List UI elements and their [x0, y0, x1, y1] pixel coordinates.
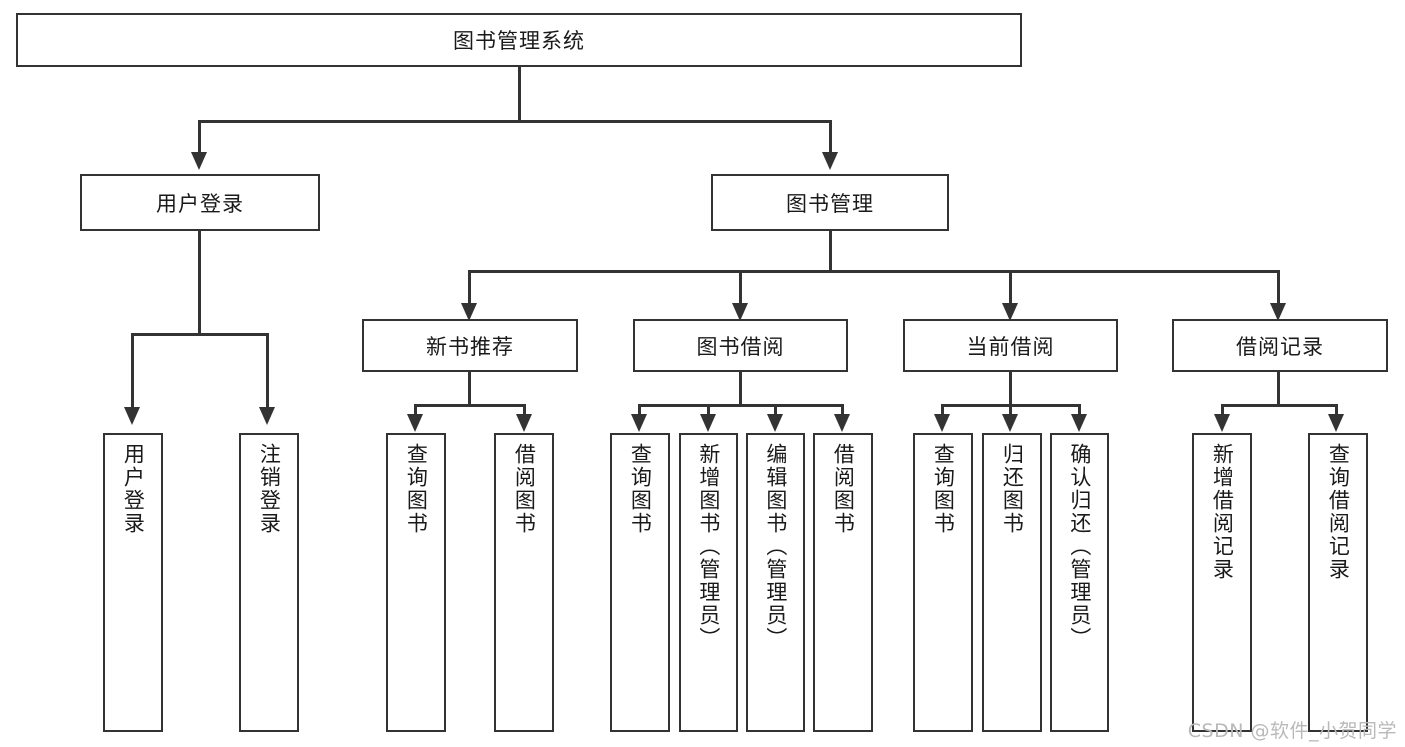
- connector-current-borrow-drop-1: [941, 404, 944, 418]
- node-user-login[interactable]: 用户登录: [80, 174, 320, 231]
- arrow-book-borrow-to-add: [700, 414, 716, 432]
- connector-root-stem: [518, 67, 521, 122]
- arrow-root-to-book-mgmt: [822, 152, 838, 170]
- leaf-label: 借阅图书: [831, 443, 856, 535]
- leaf-label: 查询借阅记录: [1326, 443, 1351, 581]
- connector-root-drop-right: [829, 120, 832, 156]
- node-new-book-recommend[interactable]: 新书推荐: [362, 319, 578, 372]
- connector-current-borrow-drop-3: [1078, 404, 1081, 418]
- leaf-new-book-query-book[interactable]: 查询图书: [386, 433, 446, 732]
- leaf-label: 查询图书: [628, 443, 653, 535]
- connector-user-login-drop-2: [266, 333, 269, 411]
- leaf-label: 归还图书: [1000, 443, 1025, 535]
- arrow-book-mgmt-to-book-borrow: [732, 303, 748, 321]
- connector-new-book-drop-2: [523, 404, 526, 418]
- connector-new-book-drop-1: [414, 404, 417, 418]
- node-borrow-record[interactable]: 借阅记录: [1172, 319, 1388, 372]
- leaf-record-add-record[interactable]: 新增借阅记录: [1192, 433, 1252, 732]
- connector-borrow-record-drop-2: [1335, 404, 1338, 418]
- leaf-current-return-book[interactable]: 归还图书: [982, 433, 1042, 732]
- node-label: 新书推荐: [426, 334, 514, 359]
- connector-new-book-bar: [414, 404, 526, 407]
- arrow-user-login-to-login: [124, 407, 140, 425]
- node-label: 图书管理系统: [453, 29, 585, 53]
- arrow-borrow-record-to-query: [1328, 414, 1344, 432]
- node-label: 用户登录: [156, 191, 244, 216]
- connector-book-borrow-drop-2: [707, 404, 710, 418]
- leaf-label: 确认归还（管理员）: [1067, 443, 1092, 650]
- arrow-book-mgmt-to-new-book: [461, 303, 477, 321]
- connector-book-mgmt-bar: [468, 270, 1280, 273]
- leaf-label: 用户登录: [121, 443, 146, 535]
- leaf-new-book-borrow-book[interactable]: 借阅图书: [494, 433, 554, 732]
- connector-new-book-stem: [468, 372, 471, 406]
- leaf-borrow-query-book[interactable]: 查询图书: [610, 433, 670, 732]
- arrow-current-borrow-to-query: [934, 414, 950, 432]
- leaf-borrow-borrow-book[interactable]: 借阅图书: [813, 433, 873, 732]
- connector-book-borrow-bar: [638, 404, 844, 407]
- leaf-logout[interactable]: 注销登录: [239, 433, 299, 732]
- connector-book-borrow-drop-1: [638, 404, 641, 418]
- leaf-current-query-book[interactable]: 查询图书: [913, 433, 973, 732]
- connector-current-borrow-drop-2: [1009, 404, 1012, 418]
- connector-user-login-stem: [198, 231, 201, 335]
- leaf-label: 借阅图书: [512, 443, 537, 535]
- leaf-label: 查询图书: [931, 443, 956, 535]
- arrow-new-book-to-query: [407, 414, 423, 432]
- node-book-management[interactable]: 图书管理: [711, 174, 949, 231]
- leaf-label: 注销登录: [257, 443, 282, 535]
- leaf-record-query-record[interactable]: 查询借阅记录: [1308, 433, 1368, 732]
- connector-borrow-record-stem: [1277, 372, 1280, 406]
- leaf-label: 新增图书（管理员）: [696, 443, 721, 650]
- connector-book-borrow-stem: [739, 372, 742, 406]
- arrow-borrow-record-to-add: [1214, 414, 1230, 432]
- connector-book-borrow-drop-4: [841, 404, 844, 418]
- connector-borrow-record-drop-1: [1221, 404, 1224, 418]
- connector-borrow-record-bar: [1221, 404, 1338, 407]
- arrow-book-mgmt-to-current-borrow: [1002, 303, 1018, 321]
- arrow-current-borrow-to-confirm: [1071, 414, 1087, 432]
- leaf-current-confirm-return-admin[interactable]: 确认归还（管理员）: [1050, 433, 1109, 732]
- arrow-book-mgmt-to-borrow-record: [1270, 303, 1286, 321]
- arrow-user-login-to-logout: [259, 407, 275, 425]
- leaf-user-login[interactable]: 用户登录: [103, 433, 163, 732]
- node-label: 图书管理: [786, 191, 874, 216]
- connector-user-login-bar: [131, 333, 269, 336]
- arrow-book-borrow-to-query: [631, 414, 647, 432]
- node-current-borrow[interactable]: 当前借阅: [903, 319, 1118, 372]
- node-label: 借阅记录: [1236, 334, 1324, 359]
- leaf-label: 编辑图书（管理员）: [763, 443, 788, 650]
- connector-current-borrow-stem: [1009, 372, 1012, 406]
- node-label: 当前借阅: [966, 334, 1055, 359]
- connector-root-drop-left: [198, 120, 201, 156]
- node-root-system[interactable]: 图书管理系统: [16, 13, 1022, 67]
- arrow-root-to-user-login: [191, 152, 207, 170]
- leaf-label: 查询图书: [404, 443, 429, 535]
- connector-book-mgmt-drop-2: [739, 270, 742, 307]
- arrow-new-book-to-borrow: [516, 414, 532, 432]
- node-book-borrow[interactable]: 图书借阅: [633, 319, 848, 372]
- node-label: 图书借阅: [696, 334, 785, 359]
- connector-book-borrow-drop-3: [774, 404, 777, 418]
- leaf-borrow-add-book-admin[interactable]: 新增图书（管理员）: [679, 433, 738, 732]
- connector-book-mgmt-drop-1: [468, 270, 471, 307]
- arrow-book-borrow-to-borrow: [834, 414, 850, 432]
- connector-book-mgmt-drop-3: [1009, 270, 1012, 307]
- leaf-borrow-edit-book-admin[interactable]: 编辑图书（管理员）: [746, 433, 805, 732]
- arrow-current-borrow-to-return: [1002, 414, 1018, 432]
- connector-book-mgmt-stem: [829, 231, 832, 272]
- arrow-book-borrow-to-edit: [767, 414, 783, 432]
- leaf-label: 新增借阅记录: [1210, 443, 1235, 581]
- connector-book-mgmt-drop-4: [1277, 270, 1280, 307]
- connector-user-login-drop-1: [131, 333, 134, 411]
- connector-root-bar: [198, 120, 832, 123]
